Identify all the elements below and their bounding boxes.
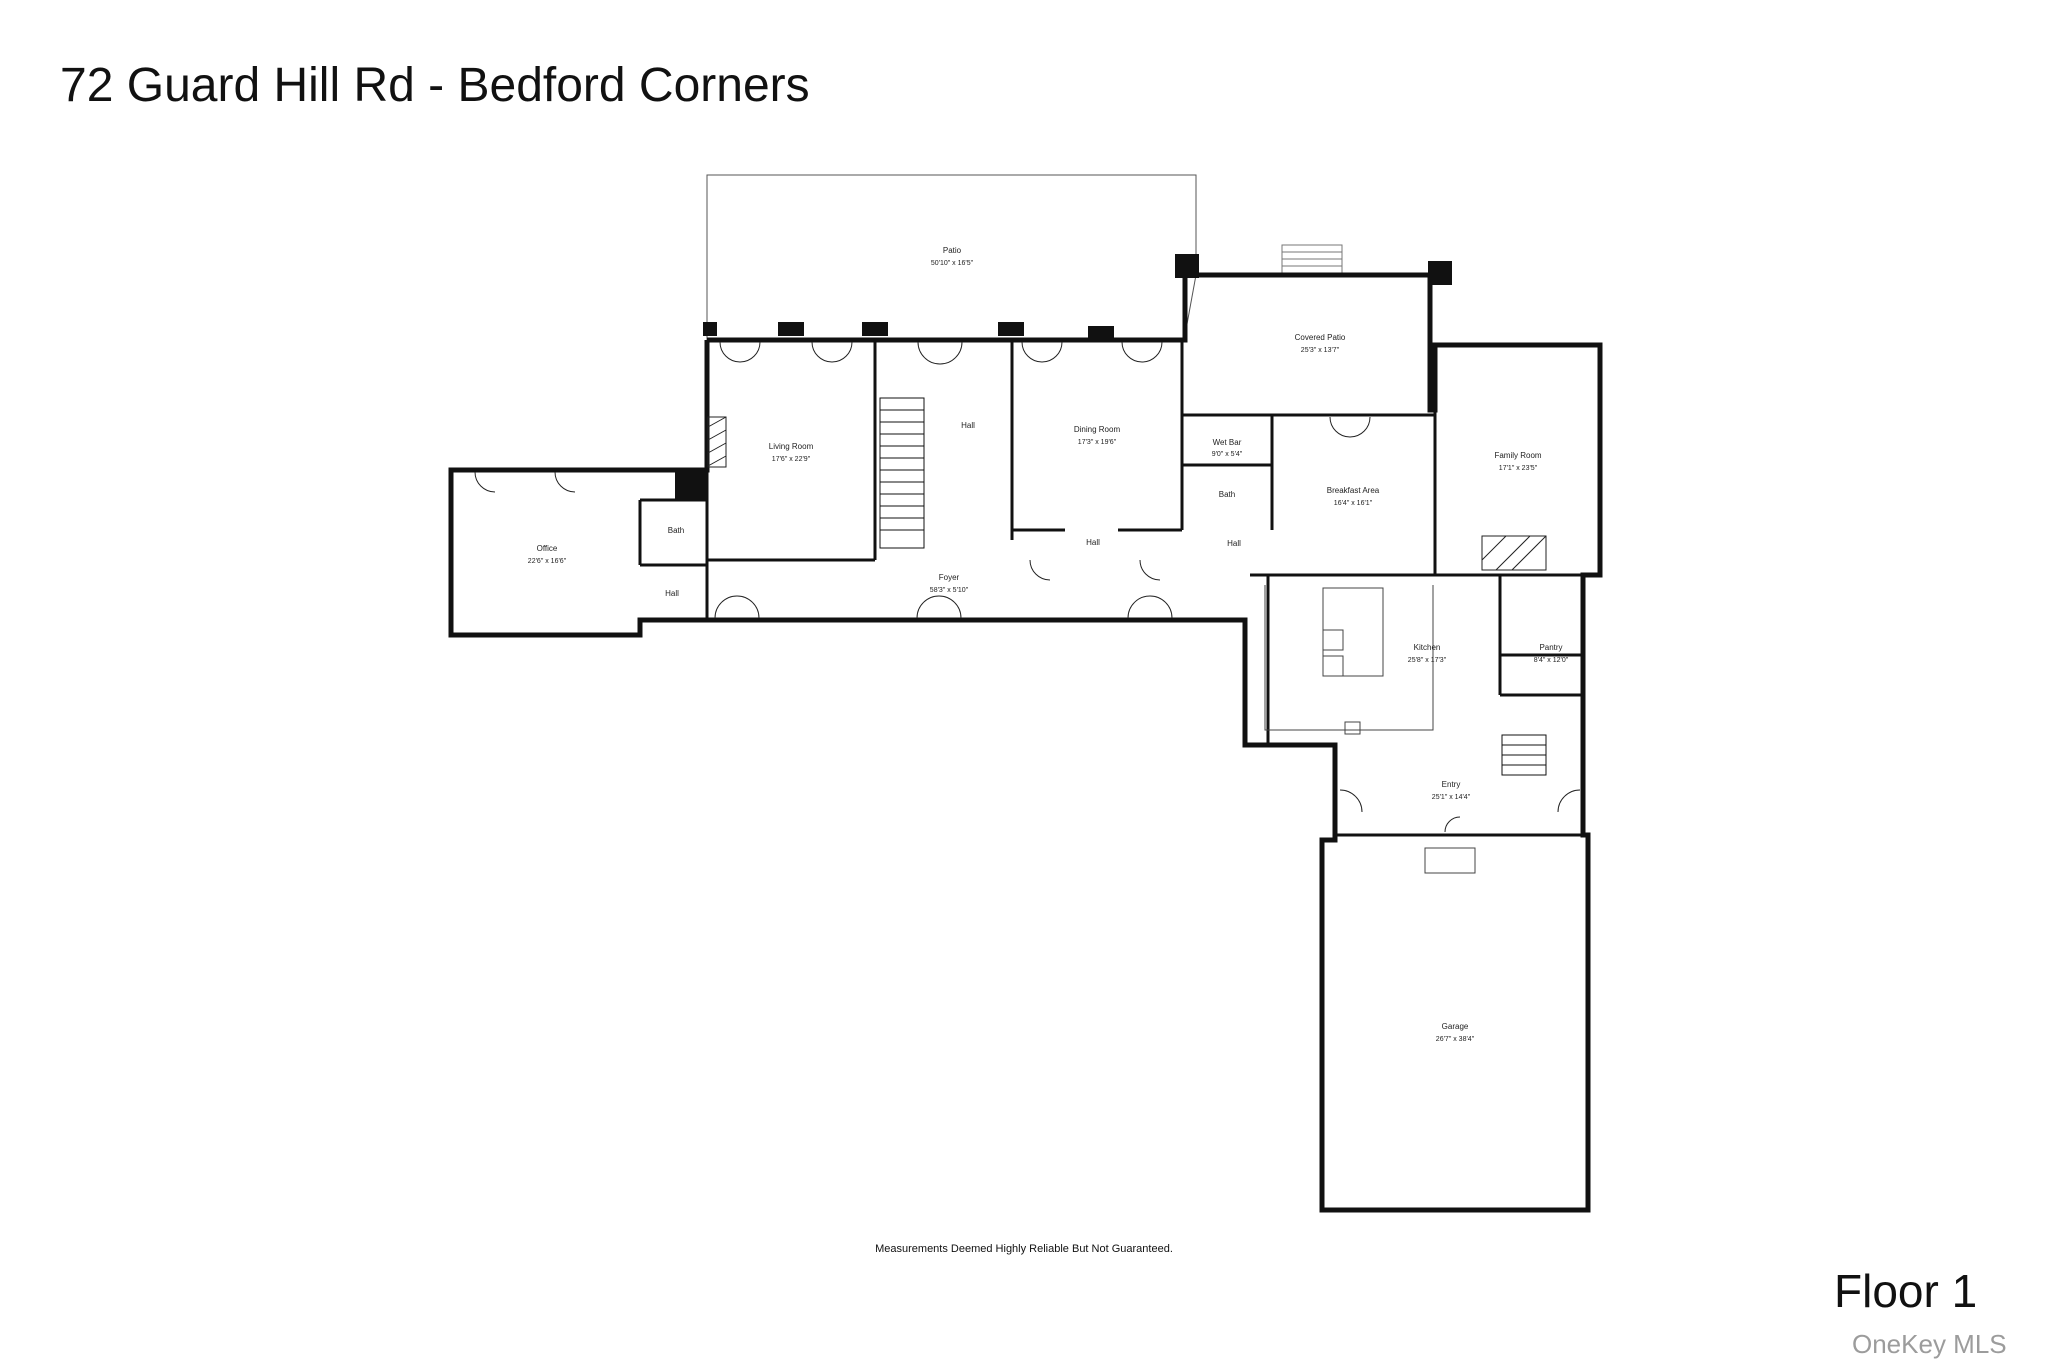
room-name-dining-room: Dining Room xyxy=(1074,425,1121,434)
room-name-wet-bar: Wet Bar xyxy=(1213,438,1242,447)
room-name-pantry: Pantry xyxy=(1539,643,1562,652)
fireplaces xyxy=(675,254,1452,500)
floor-label: Floor 1 xyxy=(1834,1265,1978,1317)
room-dims-covered-patio: 25'3" x 13'7" xyxy=(1301,347,1340,354)
room-dims-dining-room: 17'3" x 19'6" xyxy=(1078,439,1117,446)
room-name-hall-main: Hall xyxy=(961,421,975,430)
room-name-entry: Entry xyxy=(1442,780,1461,789)
interior-walls xyxy=(638,340,1600,837)
room-dims-entry: 25'1" x 14'4" xyxy=(1432,794,1471,801)
room-name-bath-left: Bath xyxy=(668,526,684,535)
room-name-covered-patio: Covered Patio xyxy=(1295,333,1346,342)
room-dims-wet-bar: 9'0" x 5'4" xyxy=(1212,451,1243,458)
stairs xyxy=(879,397,1547,776)
room-name-breakfast-area: Breakfast Area xyxy=(1327,486,1380,495)
covered-patio-steps xyxy=(1281,244,1343,276)
room-name-family-room: Family Room xyxy=(1494,451,1541,460)
room-name-office: Office xyxy=(537,544,558,553)
room-name-foyer: Foyer xyxy=(939,573,960,582)
disclaimer-note: Measurements Deemed Highly Reliable But … xyxy=(875,1243,1173,1255)
room-dims-family-room: 17'1" x 23'5" xyxy=(1499,465,1538,472)
room-name-kitchen: Kitchen xyxy=(1414,643,1441,652)
room-name-hall-small: Hall xyxy=(1086,538,1100,547)
patio-outline xyxy=(706,174,1430,340)
room-dims-pantry: 8'4" x 12'0" xyxy=(1534,657,1569,664)
watermark: OneKey MLS xyxy=(1852,1329,2007,1359)
room-dims-office: 22'6" x 16'6" xyxy=(528,558,567,565)
room-dims-breakfast-area: 16'4" x 16'1" xyxy=(1334,500,1373,507)
doors xyxy=(474,341,1581,833)
room-name-hall-right: Hall xyxy=(1227,539,1241,548)
room-dims-garage: 26'7" x 38'4" xyxy=(1436,1036,1475,1043)
room-name-patio: Patio xyxy=(943,246,962,255)
plan-title: 72 Guard Hill Rd - Bedford Corners xyxy=(60,59,810,112)
room-name-bath-center: Bath xyxy=(1219,490,1235,499)
room-name-garage: Garage xyxy=(1442,1022,1469,1031)
kitchen-island xyxy=(1264,585,1476,874)
room-name-living-room: Living Room xyxy=(769,442,814,451)
room-dims-foyer: 58'3" x 5'10" xyxy=(930,587,969,594)
fireplace-hatch xyxy=(707,416,1547,571)
room-name-hall-left: Hall xyxy=(665,589,679,598)
room-dims-living-room: 17'6" x 22'9" xyxy=(772,456,811,463)
room-dims-patio: 50'10" x 16'5" xyxy=(931,260,974,267)
room-dims-kitchen: 25'8" x 17'3" xyxy=(1408,657,1447,664)
exterior-walls xyxy=(448,272,1603,1213)
